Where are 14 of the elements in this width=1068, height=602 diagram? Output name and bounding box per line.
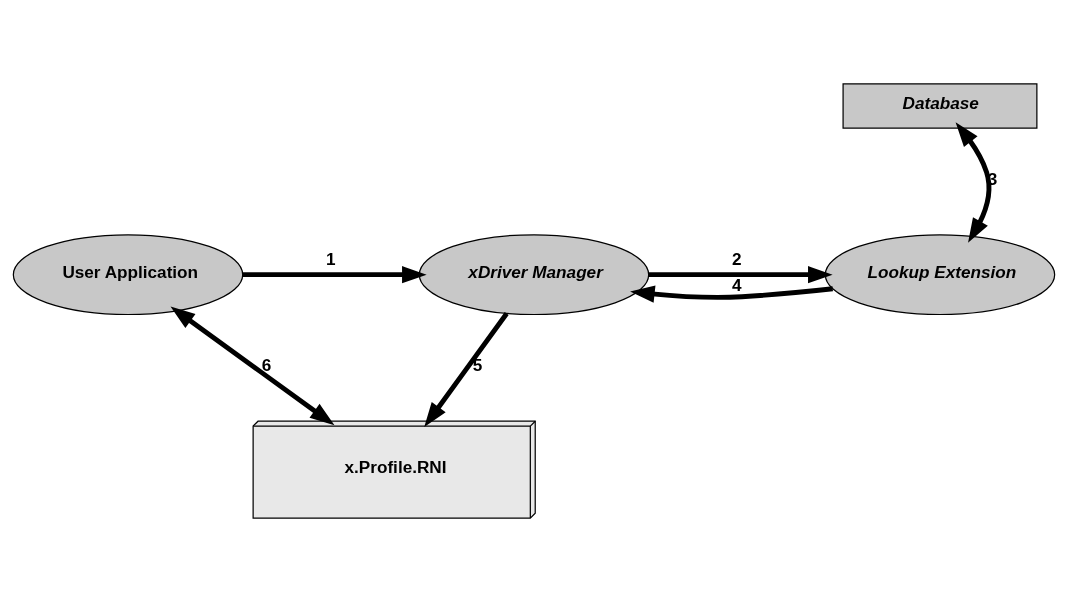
arrow <box>955 122 992 243</box>
edge-label: 2 <box>732 249 742 270</box>
node-box: Database <box>842 83 1038 129</box>
edge-label: 6 <box>261 355 272 376</box>
arrow <box>648 266 833 284</box>
edge-label: 4 <box>732 274 742 295</box>
arrow <box>170 306 335 426</box>
node-ellipse: Lookup Extension <box>824 234 1056 316</box>
arrow <box>630 285 833 303</box>
edge-label: 1 <box>326 249 336 270</box>
arrow <box>424 312 509 428</box>
arrow <box>242 266 427 284</box>
node-ellipse: User Application <box>12 234 244 316</box>
node-ellipse: xDriver Manager <box>418 234 650 316</box>
